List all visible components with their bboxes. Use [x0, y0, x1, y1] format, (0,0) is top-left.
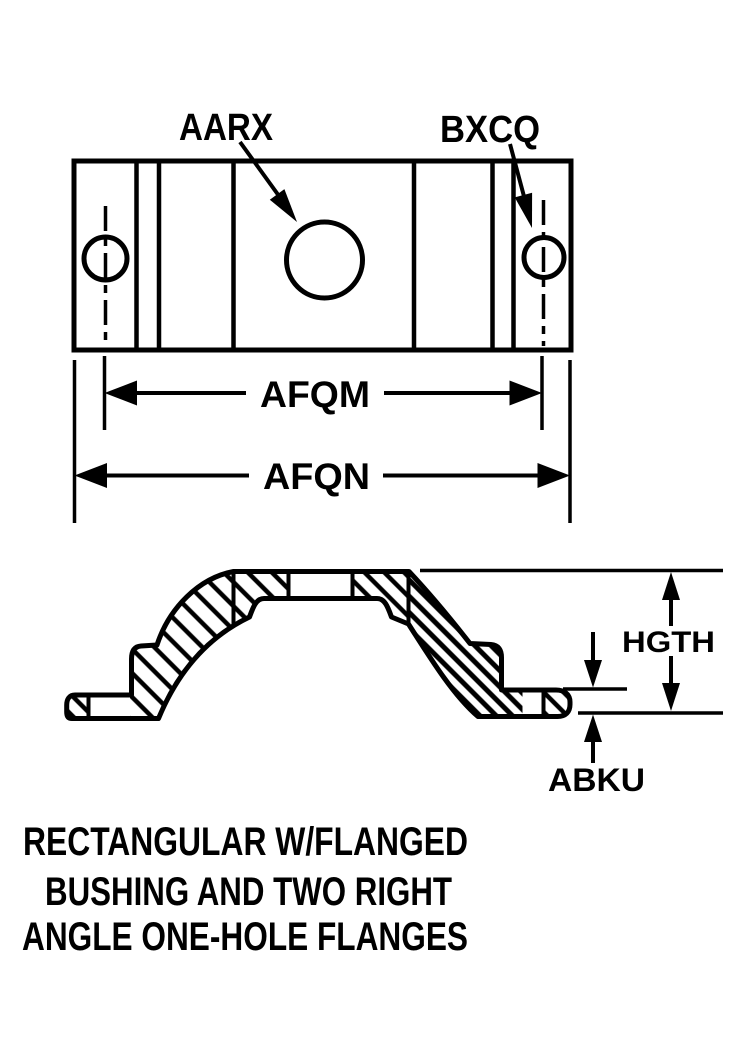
aarx-leader-arrow [238, 140, 297, 222]
right-flange-hole [521, 235, 567, 280]
center-bushing-hole [284, 219, 365, 301]
hatch-right-strap [408, 571, 523, 717]
caption-line-2: BUSHING AND TWO RIGHT [45, 870, 452, 914]
hgth-dimension: HGTH [622, 572, 715, 711]
caption-line-1: RECTANGULAR W/FLANGED [23, 820, 468, 864]
afqn-dimension-line: AFQN [74, 456, 570, 497]
hatch-left-endcap [66, 695, 89, 719]
afqm-dimension-line: AFQM [104, 374, 542, 415]
label-afqm: AFQM [260, 374, 370, 415]
label-bxcq: BXCQ [440, 109, 540, 151]
label-afqn: AFQN [263, 456, 370, 497]
hatch-left-strap [130, 571, 289, 719]
section-view: HGTH ABKU [64, 568, 723, 798]
caption: RECTANGULAR W/FLANGED BUSHING AND TWO RI… [22, 820, 468, 959]
section-outline [64, 569, 573, 721]
hatch-right-endcap [543, 690, 570, 717]
label-hgth: HGTH [622, 626, 715, 659]
caption-line-3: ANGLE ONE-HOLE FLANGES [22, 915, 468, 959]
bxcq-leader-arrow [508, 143, 533, 228]
left-flange-hole [81, 234, 130, 283]
label-aarx: AARX [179, 107, 274, 149]
label-abku: ABKU [548, 762, 645, 798]
abku-dimension: ABKU [548, 632, 645, 798]
top-view: AARX BXCQ AFQM AFQN [71, 107, 574, 523]
clamp-body-outline [71, 158, 574, 353]
